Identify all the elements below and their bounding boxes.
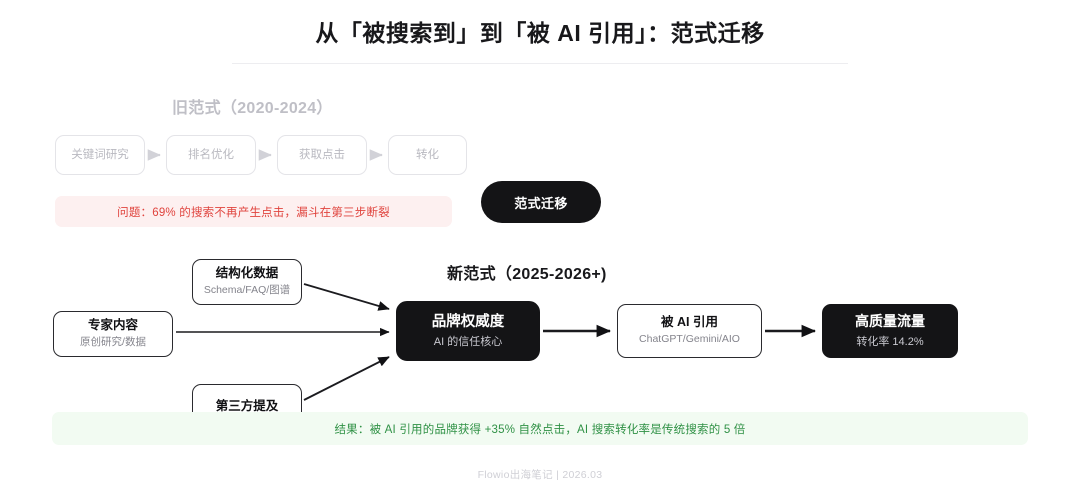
result-banner: 结果：被 AI 引用的品牌获得 +35% 自然点击，AI 搜索转化率是传统搜索的… bbox=[52, 412, 1028, 445]
old-step-label: 转化 bbox=[416, 148, 439, 161]
input-expert-content[interactable]: 专家内容 原创研究/数据 bbox=[53, 311, 173, 357]
page-title: 从「被搜索到」到「被 AI 引用」：范式迁移 bbox=[315, 20, 765, 46]
output-ai-cited[interactable]: 被 AI 引用 ChatGPT/Gemini/AIO bbox=[617, 304, 762, 358]
node-title: 第三方提及 bbox=[215, 399, 279, 414]
node-title: 被 AI 引用 bbox=[661, 314, 718, 329]
output-high-quality-traffic[interactable]: 高质量流量 转化率 14.2% bbox=[822, 304, 958, 358]
node-subtitle: 转化率 14.2% bbox=[856, 335, 924, 348]
title-divider bbox=[232, 63, 848, 64]
core-brand-authority[interactable]: 品牌权威度 AI 的信任核心 bbox=[396, 301, 540, 361]
footer-credit: Flowio出海笔记 | 2026.03 bbox=[477, 469, 603, 481]
edge-structured-to-core bbox=[303, 283, 390, 311]
node-subtitle: Schema/FAQ/图谱 bbox=[203, 284, 291, 297]
new-paradigm-heading: 新范式（2025-2026+) bbox=[447, 266, 607, 283]
paradigm-shift-pill[interactable]: 范式迁移 bbox=[481, 181, 601, 223]
node-subtitle: AI 的信任核心 bbox=[433, 335, 503, 348]
node-subtitle: ChatGPT/Gemini/AIO bbox=[639, 333, 740, 346]
node-title: 品牌权威度 bbox=[431, 313, 505, 330]
edge-thirdparty-to-core bbox=[303, 356, 390, 401]
node-title: 结构化数据 bbox=[215, 265, 279, 280]
old-step-get-clicks[interactable]: 获取点击 bbox=[277, 135, 367, 175]
old-step-rank-optimization[interactable]: 排名优化 bbox=[166, 135, 256, 175]
old-paradigm-heading: 旧范式（2020-2024） bbox=[172, 100, 333, 117]
node-title: 高质量流量 bbox=[855, 313, 925, 330]
old-step-keyword-research[interactable]: 关键词研究 bbox=[55, 135, 145, 175]
old-step-conversion[interactable]: 转化 bbox=[388, 135, 467, 175]
node-subtitle: 原创研究/数据 bbox=[80, 336, 146, 349]
input-structured-data[interactable]: 结构化数据 Schema/FAQ/图谱 bbox=[192, 259, 302, 305]
old-step-label: 关键词研究 bbox=[71, 148, 129, 161]
old-step-label: 排名优化 bbox=[188, 148, 234, 161]
problem-banner: 问题：69% 的搜索不再产生点击，漏斗在第三步断裂 bbox=[55, 196, 452, 227]
node-title: 专家内容 bbox=[87, 317, 138, 332]
old-step-label: 获取点击 bbox=[299, 148, 345, 161]
